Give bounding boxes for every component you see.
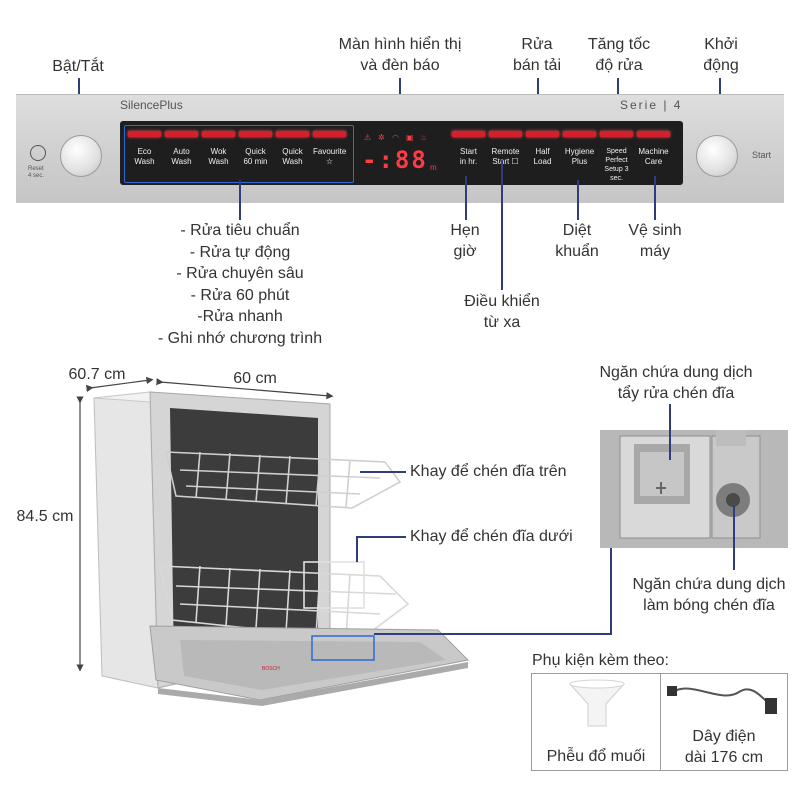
program-button-label: Auto Wash [171,147,192,166]
display-unit: m [430,163,437,172]
power-button[interactable] [60,135,102,177]
reset-label: Reset 4 sec. [28,166,45,179]
indicator-light [526,131,559,137]
program-button-1[interactable]: Auto Wash [165,131,198,167]
program-button-label: Favourite ☆ [313,147,347,166]
option-button-label: Hygiene Plus [564,147,595,166]
indicator-light [489,131,522,137]
accessory-funnel-label: Phễu đổ muối [546,748,646,765]
leader-timer [465,176,467,220]
callout-timer: Hẹn giờ [450,222,480,260]
option-button-1[interactable]: Remote Start ☐ [489,131,522,167]
option-button-label: Start in hr. [459,147,478,166]
program-button-label: Eco Wash [134,147,155,166]
callout-machine-care: Vệ sinh máy [628,222,682,260]
wifi-icon: ◠ [392,133,399,142]
callout-speed: Tăng tốc độ rửa [587,36,651,74]
indicator-light [600,131,633,137]
option-button-label: Speed Perfect Setup 3 sec. [604,148,629,182]
leader-lower-rack [358,536,406,538]
indicator-light [165,131,198,137]
program-button-label: Quick 60 min [243,147,268,166]
option-button-label: Half Load [533,147,552,166]
option-button-label: Machine Care [638,147,669,166]
option-button-4[interactable]: Speed Perfect Setup 3 sec. [600,131,633,183]
label-rinse-aid: Ngăn chứa dung dịch làm bóng chén đĩa [632,576,786,614]
callout-start: Khởi động [703,36,739,74]
accessory-cable-label: Dây điện dài 176 cm [684,728,764,766]
accessory-funnel-box: Phễu đổ muối [531,673,661,771]
option-button-5[interactable]: Machine Care [637,131,670,167]
option-button-3[interactable]: Hygiene Plus [563,131,596,167]
indicator-icon: ✲ [378,133,385,142]
indicator-icon: ♨ [420,133,428,142]
leader-remote [501,160,503,290]
leader-dispenser-vert [610,548,612,635]
display-digits: -:88 [362,146,428,174]
brand-label: SilencePlus [120,98,183,112]
indicator-light [313,131,346,137]
indicator-light [276,131,309,137]
indicator-icon: ⚠ [364,133,372,142]
leader-rinse-aid [733,506,735,570]
label-detergent: Ngăn chứa dung dịch tẩy rửa chén đĩa [599,364,753,402]
callout-hygiene: Diệt khuẩn [555,222,599,260]
callout-programs: - Rửa tiêu chuẩn - Rửa tự động - Rửa chu… [157,222,323,347]
series-label: Serie | 4 [620,98,683,112]
program-button-4[interactable]: Quick Wash [276,131,309,167]
leader-programs [239,180,241,220]
program-button-label: Quick Wash [282,147,303,166]
callout-remote: Điều khiển từ xa [464,293,540,331]
salt-funnel-icon [568,679,626,727]
callout-half-load: Rửa bán tải [512,36,562,74]
leader-lower-rack-vert [356,536,358,562]
indicator-light [202,131,235,137]
label-lower-rack: Khay để chén đĩa dưới [410,528,573,545]
program-button-2[interactable]: Wok Wash [202,131,235,167]
program-button-label: Wok Wash [208,147,229,166]
indicator-light [452,131,485,137]
power-cable-icon [667,686,777,714]
program-button-5[interactable]: Favourite ☆ [313,131,346,167]
accessories-title: Phụ kiện kèm theo: [532,652,669,669]
panel-face: Eco Wash Auto Wash Wok Wash Quick 60 min Qui… [120,121,683,185]
leader-upper-rack [360,471,406,473]
indicator-light [637,131,670,137]
indicator-light [128,131,161,137]
option-button-0[interactable]: Start in hr. [452,131,485,167]
dimension-height: 84.5 cm [16,508,74,525]
label-upper-rack: Khay để chén đĩa trên [410,463,567,480]
accessory-cable-box: Dây điện dài 176 cm [660,673,788,771]
start-label: Start [752,150,772,160]
leader-hygiene [577,180,579,220]
indicator-icon: ▣ [406,133,414,142]
program-button-0[interactable]: Eco Wash [128,131,161,167]
callout-display: Màn hình hiển thị và đèn báo [338,36,462,74]
control-panel: SilencePlus Serie | 4 Reset 4 sec. Eco W… [16,94,784,203]
leader-detergent [669,404,671,460]
indicator-light [239,131,272,137]
option-button-label: Remote Start ☐ [491,147,520,166]
svg-text:BOSCH: BOSCH [262,666,280,672]
leader-dispenser [374,633,612,635]
power-icon [30,145,46,161]
option-button-2[interactable]: Half Load [526,131,559,167]
indicator-light [563,131,596,137]
leader-machine-care [654,176,656,220]
start-button[interactable] [696,135,738,177]
callout-power: Bật/Tắt [52,58,104,75]
status-display: ⚠ ✲ ◠ ▣ ♨ -:88 m [360,127,438,179]
program-button-3[interactable]: Quick 60 min [239,131,272,167]
